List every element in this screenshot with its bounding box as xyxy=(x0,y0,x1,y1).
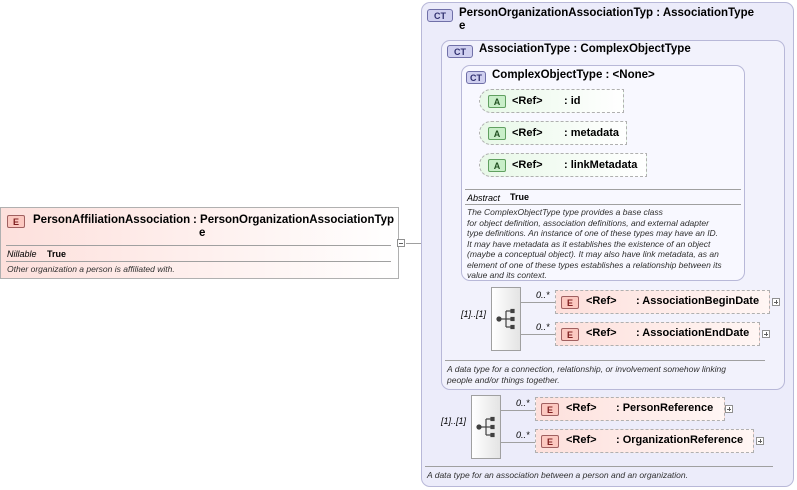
element-badge-icon: E xyxy=(7,215,25,228)
expand-icon[interactable] xyxy=(762,330,770,338)
abstract-label: Abstract xyxy=(467,193,501,203)
attribute-ref: <Ref> xyxy=(512,127,543,139)
complex-type-badge-icon: CT xyxy=(427,9,453,22)
attribute-name: : metadata xyxy=(564,127,620,139)
divider xyxy=(6,261,391,262)
root-element-type-line1: : PersonOrganizationAssociationTyp xyxy=(193,214,395,226)
occurs-label: 0..* xyxy=(516,398,530,408)
sequence-compositor[interactable] xyxy=(491,287,521,351)
sequence-icon xyxy=(476,416,495,438)
divider xyxy=(445,360,765,361)
element-organization-reference[interactable]: E <Ref> : OrganizationReference xyxy=(535,429,754,453)
element-ref: <Ref> xyxy=(586,327,617,339)
expand-icon[interactable] xyxy=(772,298,780,306)
nillable-value: True xyxy=(47,249,67,259)
attribute-metadata[interactable]: A <Ref> : metadata xyxy=(479,121,627,145)
attribute-name: : linkMetadata xyxy=(564,159,638,171)
occurs-label: 0..* xyxy=(536,322,550,332)
attribute-linkmetadata[interactable]: A <Ref> : linkMetadata xyxy=(479,153,647,177)
abstract-value: True xyxy=(510,192,530,202)
element-badge-icon: E xyxy=(541,403,559,416)
divider xyxy=(425,466,773,467)
attribute-ref: <Ref> xyxy=(512,159,543,171)
element-association-end-date[interactable]: E <Ref> : AssociationEndDate xyxy=(555,322,760,346)
connector-root-to-type xyxy=(406,243,432,244)
root-element-box[interactable]: E PersonAffiliationAssociation : PersonO… xyxy=(0,207,399,279)
expand-icon[interactable] xyxy=(756,437,764,445)
sequence-cardinality: [1]..[1] xyxy=(441,416,467,426)
complex-object-type-description: The ComplexObjectType type provides a ba… xyxy=(467,207,722,280)
element-badge-icon: E xyxy=(561,328,579,341)
connector xyxy=(501,410,535,411)
complex-type-badge-icon: CT xyxy=(447,45,473,58)
element-ref: <Ref> xyxy=(566,402,597,414)
connector xyxy=(501,442,535,443)
association-type-title: AssociationType : ComplexObjectType xyxy=(479,43,691,55)
attribute-ref: <Ref> xyxy=(512,95,543,107)
element-badge-icon: E xyxy=(541,435,559,448)
element-association-begin-date[interactable]: E <Ref> : AssociationBeginDate xyxy=(555,290,770,314)
element-ref: <Ref> xyxy=(566,434,597,446)
outer-type-title-line1: PersonOrganizationAssociationTyp : Assoc… xyxy=(459,7,755,19)
element-ref: <Ref> xyxy=(586,295,617,307)
complex-object-type-title: ComplexObjectType : <None> xyxy=(492,69,655,81)
divider xyxy=(465,189,741,190)
collapse-icon[interactable] xyxy=(397,239,405,247)
occurs-label: 0..* xyxy=(516,430,530,440)
element-badge-icon: E xyxy=(561,296,579,309)
attribute-id[interactable]: A <Ref> : id xyxy=(479,89,624,113)
element-name: : OrganizationReference xyxy=(616,434,744,446)
association-type-description: A data type for a connection, relationsh… xyxy=(447,364,726,385)
attribute-badge-icon: A xyxy=(488,95,506,108)
outer-type-title-line2: e xyxy=(459,20,466,32)
divider xyxy=(6,245,391,246)
root-element-description: Other organization a person is affiliate… xyxy=(7,264,175,274)
element-name: : PersonReference xyxy=(616,402,714,414)
expand-icon[interactable] xyxy=(725,405,733,413)
connector xyxy=(521,302,555,303)
root-element-name: PersonAffiliationAssociation xyxy=(33,214,191,226)
element-name: : AssociationBeginDate xyxy=(636,295,760,307)
connector xyxy=(521,334,555,335)
root-element-type-line2: e xyxy=(199,227,206,239)
element-person-reference[interactable]: E <Ref> : PersonReference xyxy=(535,397,725,421)
outer-type-description: A data type for an association between a… xyxy=(427,470,689,480)
nillable-label: Nillable xyxy=(7,249,37,259)
attribute-badge-icon: A xyxy=(488,127,506,140)
element-name: : AssociationEndDate xyxy=(636,327,750,339)
complex-type-badge-icon: CT xyxy=(466,71,486,84)
sequence-icon xyxy=(496,308,515,330)
occurs-label: 0..* xyxy=(536,290,550,300)
sequence-compositor[interactable] xyxy=(471,395,501,459)
attribute-name: : id xyxy=(564,95,581,107)
attribute-badge-icon: A xyxy=(488,159,506,172)
sequence-cardinality: [1]..[1] xyxy=(461,309,487,319)
divider xyxy=(465,204,741,205)
